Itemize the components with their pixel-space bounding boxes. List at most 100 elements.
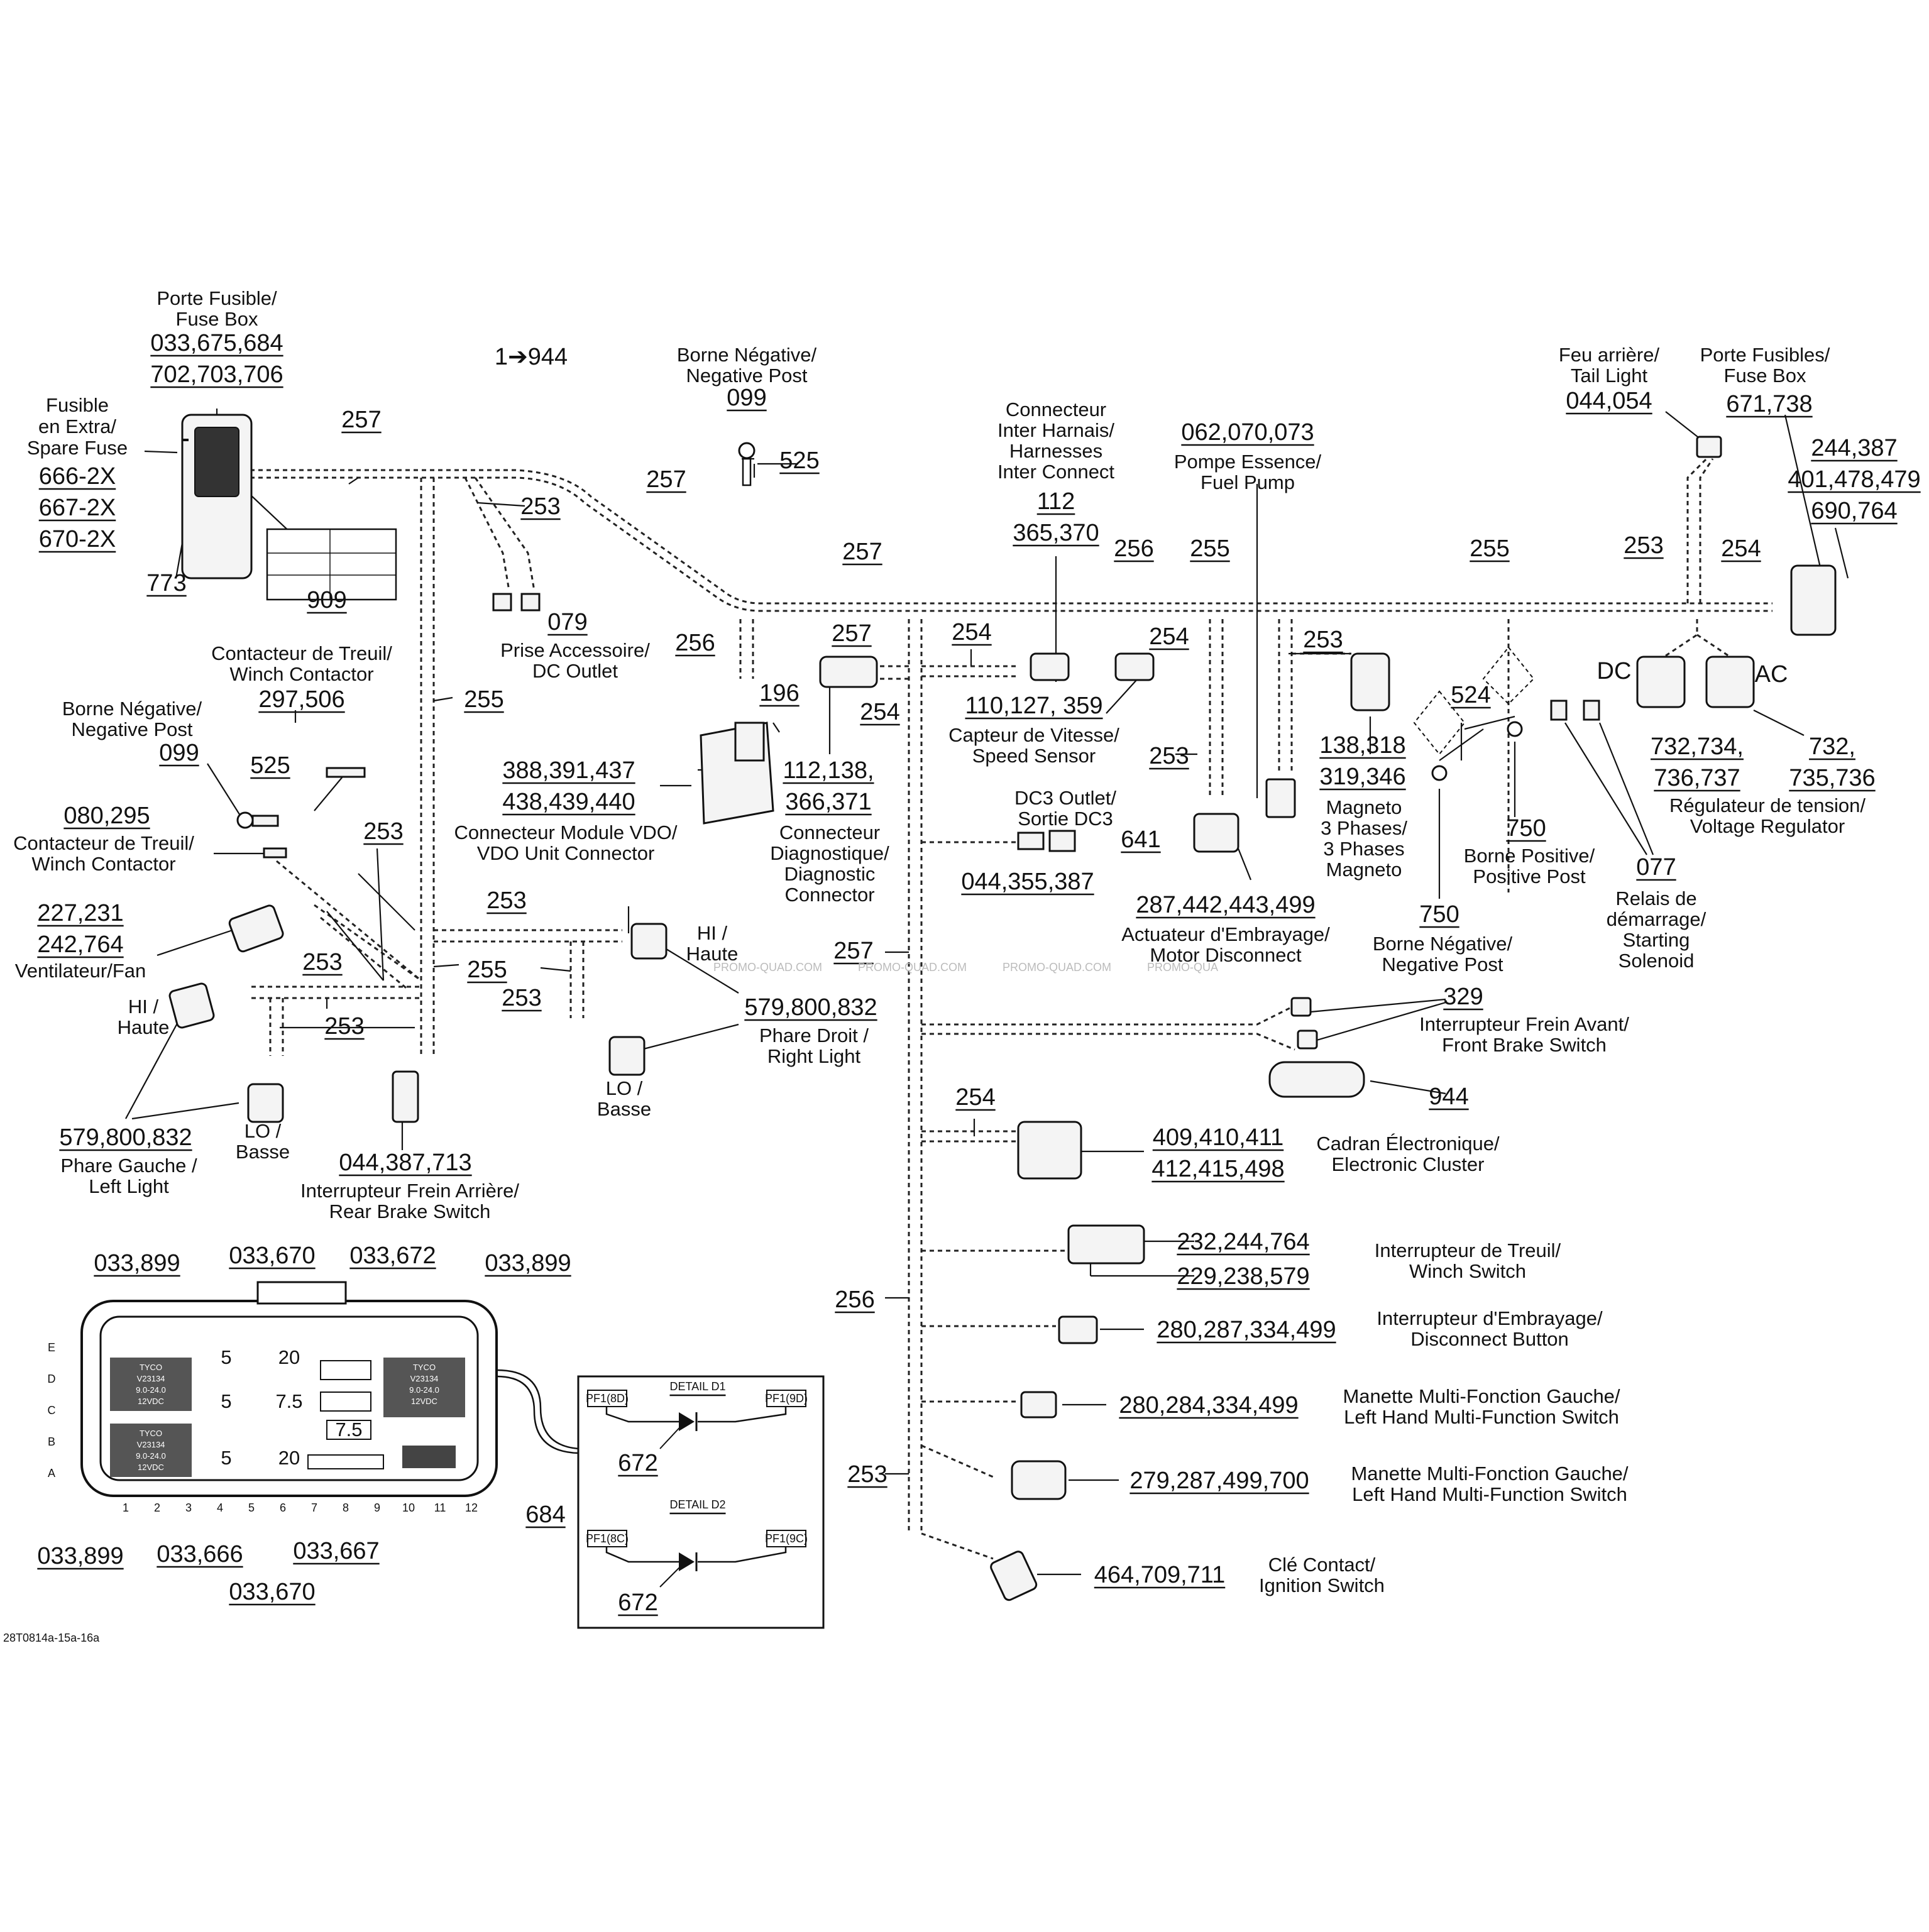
text-texts-winch_contactor_left_refs: 080,295	[63, 803, 150, 829]
text-refs_a-r329: 329	[1443, 984, 1483, 1010]
text-texts-fb_fuses-5: 5	[221, 1447, 231, 1469]
text-texts-ignition-1: Ignition Switch	[1259, 1574, 1385, 1596]
text-texts-ac: AC	[1755, 661, 1788, 688]
text-refs_a-r524: 524	[1451, 682, 1490, 708]
text-texts-fb_cols-4: 5	[248, 1501, 255, 1514]
text-refs_a-r253d: 253	[1303, 627, 1343, 653]
text-texts-regulator-0: Régulateur de tension/	[1669, 794, 1866, 816]
rear-brake-switch-connector-icon	[392, 1070, 419, 1123]
fb-relay-text: 12VDC	[138, 1397, 164, 1406]
text-texts-tail_refs: 044,054	[1566, 388, 1652, 414]
text-refs_a-r099b: 099	[159, 740, 199, 766]
text-texts-speed-1: Speed Sensor	[972, 745, 1096, 767]
text-texts-fb_rows-2: C	[48, 1404, 56, 1417]
text-texts-disconnect_btn-1: Disconnect Button	[1410, 1328, 1569, 1350]
light-right-hi-connector-icon	[630, 923, 668, 960]
text-texts-d1_right: PF1(9D)	[765, 1392, 808, 1405]
text-texts-prise-1: DC Outlet	[532, 660, 618, 682]
fb-relay-text: TYCO	[413, 1363, 436, 1372]
fb-relay-b-icon	[110, 1424, 192, 1477]
text-texts-fb_rows-0: E	[48, 1341, 55, 1354]
electronic-cluster-connector-icon	[1017, 1121, 1082, 1180]
text-texts-d1_left: PF1(8D)	[586, 1392, 629, 1405]
text-spare_fuse-label-1: en Extra/	[38, 415, 116, 437]
text-texts-fuses_right_refs: 671,738	[1726, 391, 1812, 417]
fb-relay-text: TYCO	[140, 1429, 162, 1438]
text-texts-vdo-1: VDO Unit Connector	[477, 842, 655, 864]
text-texts-cluster_refs-1: 412,415,498	[1151, 1156, 1284, 1182]
text-texts-rear_brake-0: Interrupteur Frein Arrière/	[300, 1180, 519, 1202]
text-texts-motor_disc_refs: 287,442,443,499	[1136, 892, 1315, 918]
text-refs_a-r672b: 672	[618, 1589, 657, 1616]
text-refs_a-r253j: 253	[847, 1461, 887, 1488]
text-texts-cluster_refs-0: 409,410,411	[1153, 1124, 1284, 1151]
lh-switch-1-connector-icon	[1020, 1391, 1057, 1419]
text-texts-disconnect_btn_refs: 280,287,334,499	[1157, 1317, 1336, 1343]
fb-relay-text: 9.0-24.0	[409, 1385, 439, 1395]
text-texts-vdo-0: Connecteur Module VDO/	[454, 821, 678, 843]
text-refs_a-r255c: 255	[467, 957, 507, 983]
text-refs_a-r254b: 254	[860, 699, 899, 725]
text-texts-dc3-1: Sortie DC3	[1018, 808, 1113, 830]
text-texts-disconnect_btn-0: Interrupteur d'Embrayage/	[1377, 1307, 1603, 1329]
text-title_fusebox-1: Fuse Box	[176, 308, 258, 330]
text-texts-inter_connect-2: Harnesses	[1009, 440, 1102, 462]
light-right-lo-connector-icon	[608, 1036, 646, 1076]
text-refs_a-r253i: 253	[502, 985, 541, 1011]
text-refs_a-r253b: 253	[363, 818, 403, 845]
connector-944-icon	[1268, 1061, 1365, 1098]
text-texts-regulator_refs_r-1: 735,736	[1789, 765, 1875, 791]
text-texts-lh_switch2-1: Left Hand Multi-Function Switch	[1352, 1483, 1627, 1505]
lh-switch-2-connector-icon	[1011, 1460, 1067, 1500]
text-texts-lh_switch1-1: Left Hand Multi-Function Switch	[1344, 1406, 1619, 1428]
dc3-outlet-icon	[1017, 832, 1045, 850]
text-texts-fb_fuses-0: 5	[221, 1346, 231, 1368]
text-texts-fb_rows-3: B	[48, 1435, 55, 1448]
solenoid-terminal2-icon	[1583, 700, 1600, 721]
dc-outlet-connector-icon	[492, 593, 512, 612]
text-texts-vr_refs-2: 690,764	[1811, 498, 1897, 524]
text-refs_a-r525b: 525	[250, 752, 290, 779]
front-brake-switch-1-icon	[1290, 997, 1312, 1017]
text-texts-fb_refs-b4: 033,670	[229, 1579, 315, 1605]
text-texts-neg_post_right-1: Negative Post	[1382, 953, 1503, 975]
text-texts-tail_light-1: Tail Light	[1571, 365, 1648, 387]
text-texts-hi_left-0: HI /	[128, 996, 159, 1018]
text-refs_a-r256c: 256	[835, 1287, 874, 1313]
text-refs_a-r079: 079	[547, 609, 587, 635]
text-texts-fb_cols-7: 8	[343, 1501, 349, 1514]
text-layer: Porte Fusible/Fuse Box033,675,684702,703…	[3, 287, 1921, 1644]
text-refs_a-r196: 196	[759, 680, 799, 706]
text-texts-left_light_refs: 579,800,832	[59, 1124, 192, 1151]
fb-relay-text: 12VDC	[411, 1397, 437, 1406]
text-texts-front_brake-0: Interrupteur Frein Avant/	[1419, 1013, 1629, 1035]
text-spare_fuse-refs-2: 670-2X	[39, 526, 116, 552]
text-fusebox_refs-1: 702,703,706	[150, 361, 283, 388]
watermark-text: PROMO-QUA	[1147, 961, 1218, 974]
text-refs_a-r257a: 257	[341, 407, 381, 433]
text-texts-regulator_refs_l-1: 736,737	[1654, 765, 1740, 791]
text-texts-fb_cols-6: 7	[311, 1501, 317, 1514]
text-spare_fuse-label-0: Fusible	[46, 394, 109, 416]
text-texts-dc3_refs: 044,355,387	[961, 869, 1094, 895]
text-fusebox_refs-0: 033,675,684	[150, 330, 283, 356]
text-texts-lh_switch2-0: Manette Multi-Fonction Gauche/	[1351, 1463, 1628, 1485]
light-left-hi-connector-icon	[168, 982, 215, 1029]
text-refs_a-r750a: 750	[1506, 815, 1546, 842]
text-texts-winch_contactor_top_refs: 297,506	[258, 686, 344, 713]
text-texts-tail_light-0: Feu arrière/	[1559, 344, 1660, 366]
text-texts-winch_switch_refs-0: 232,244,764	[1177, 1229, 1309, 1255]
text-texts-cluster-0: Cadran Électronique/	[1316, 1133, 1500, 1155]
text-refs_a-r254d: 254	[1721, 535, 1761, 562]
text-texts-fb_refs-bl: 033,899	[37, 1543, 123, 1569]
text-texts-left_light-0: Phare Gauche /	[60, 1155, 197, 1177]
positive-post-terminal-icon	[1507, 721, 1523, 737]
text-refs_a-r255b: 255	[1190, 535, 1229, 562]
text-texts-lh_switch1-0: Manette Multi-Fonction Gauche/	[1343, 1385, 1620, 1407]
text-texts-fan: Ventilateur/Fan	[15, 960, 146, 982]
text-texts-speed_refs: 110,127, 359	[965, 693, 1102, 719]
text-texts-diag-1: Diagnostique/	[770, 842, 889, 864]
text-texts-left_light-1: Left Light	[89, 1175, 169, 1197]
